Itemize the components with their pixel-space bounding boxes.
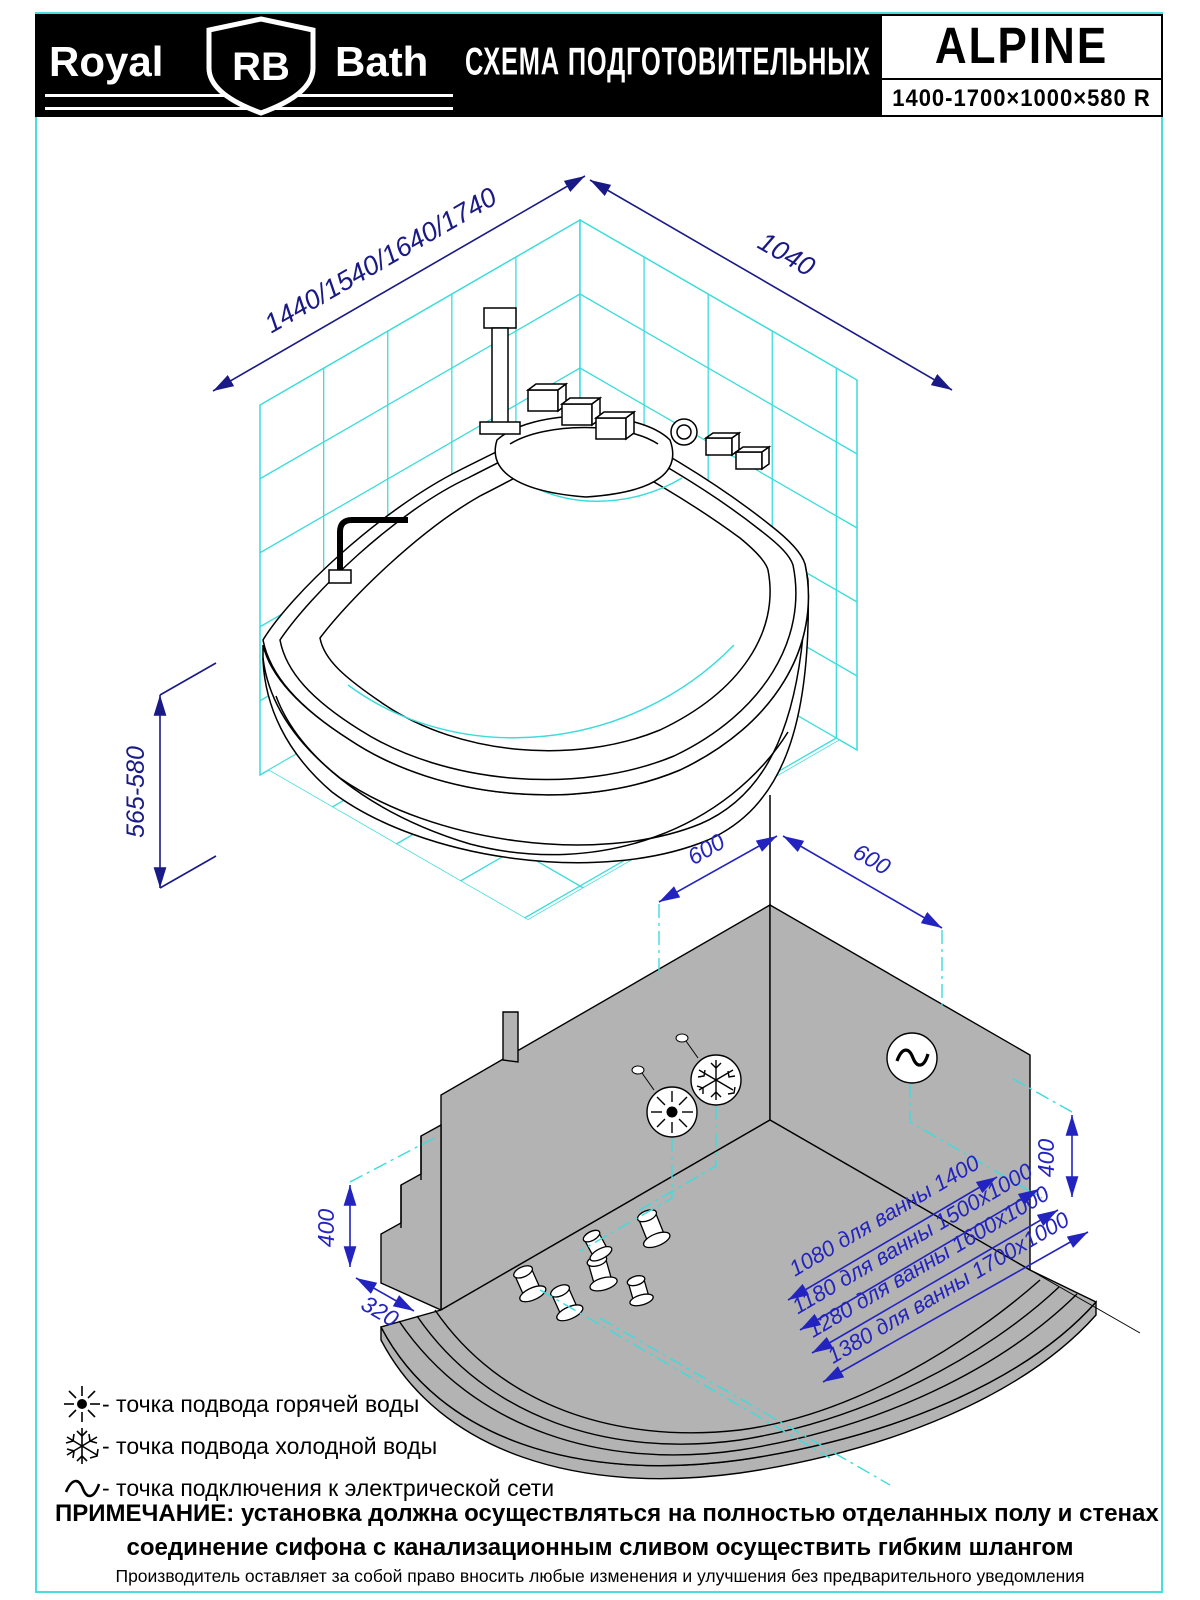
note-label: ПРИМЕЧАНИЕ: (55, 1500, 235, 1527)
cold-water-snowflake-icon (65, 1428, 99, 1464)
bathtub-drawing (262, 307, 810, 864)
dim-offset-left-label: 600 (683, 828, 729, 870)
dim-height-left-label: 400 (313, 1209, 339, 1248)
dim-height-label: 565-580 (122, 746, 150, 838)
legend-electric: - точка подключения к электрической сети (62, 1470, 554, 1506)
model-size: 1400-1700×1000×580 R (892, 84, 1151, 112)
note-line1: ПРИМЕЧАНИЕ: установка должна осуществлят… (55, 1500, 1159, 1528)
brand-bath: Bath (335, 38, 429, 85)
legend-electric-label: - точка подключения к электрической сети (102, 1474, 555, 1501)
rb-shield-text: RB (232, 45, 290, 89)
figure-tub-isometric: 1440/1540/1640/1740 1040 565-580 (122, 175, 953, 920)
reference-lines (349, 904, 1073, 1486)
footer-disclaimer: Производитель оставляет за собой право в… (115, 1566, 1085, 1586)
hot-water-sun-icon (64, 1386, 100, 1422)
model-box: ALPINE 1400-1700×1000×580 R (880, 14, 1163, 117)
dim-wall-right-label: 1040 (753, 226, 820, 282)
note-line2: соединение сифона с канализационным слив… (126, 1534, 1074, 1561)
page-frame (35, 12, 1163, 1593)
rb-shield-icon: RB (206, 16, 316, 116)
header-title: СХЕМА ПОДГОТОВИТЕЛЬНЫХ РАБОТ (465, 39, 970, 84)
legend-hot-water: - точка подвода горячей воды (62, 1386, 419, 1422)
dim-offset-right-label: 600 (849, 838, 895, 880)
electric-wave-icon (64, 1479, 101, 1498)
legend-cold-water: - точка подвода холодной воды (62, 1428, 437, 1464)
figure2-dimensions (343, 835, 1141, 1383)
drain-fittings (513, 1209, 671, 1322)
brand-royal: Royal (49, 38, 164, 85)
figure1-dimensions (153, 175, 953, 889)
legend-cold-water-label: - точка подвода холодной воды (102, 1432, 438, 1459)
electric-wave-icon (886, 1032, 938, 1084)
dim-height-right-label: 400 (1033, 1139, 1059, 1178)
model-divider (882, 78, 1161, 80)
header-bar: Royal RB Bath СХЕМА ПОДГОТОВИТЕЛЬНЫХ РАБ… (35, 14, 970, 117)
hot-water-sun-icon (631, 1065, 698, 1138)
model-name: ALPINE (934, 18, 1109, 75)
cold-water-snowflake-icon (675, 1033, 742, 1106)
figure-installation-isometric: 600 600 400 320 400 1080 для ванны 1400 … (313, 795, 1141, 1486)
legend-hot-water-label: - точка подвода горячей воды (102, 1390, 420, 1417)
note-text1: установка должна осуществляться на полно… (240, 1500, 1159, 1527)
